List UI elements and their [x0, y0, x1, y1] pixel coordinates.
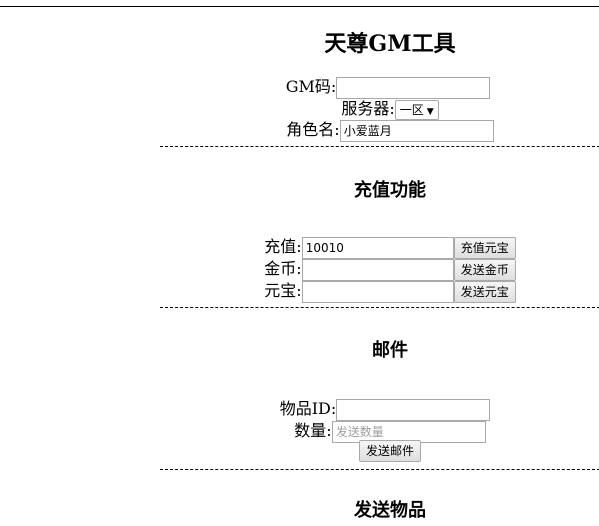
send-mail-button[interactable]: 发送邮件 [358, 440, 421, 462]
mail-section-title: 邮件 [372, 340, 408, 361]
send-mail-row: 发送邮件 [160, 440, 599, 462]
quantity-input[interactable] [331, 420, 486, 443]
dropdown-arrow-icon: ▼ [426, 106, 434, 117]
quantity-label: 数量: [294, 421, 332, 440]
page-title: 天尊GM工具 [324, 31, 456, 57]
ingot-label: 元宝: [264, 281, 302, 300]
server-row: 服务器:一区▼ [160, 95, 599, 120]
item-id-row: 物品ID: [160, 395, 599, 421]
send-gold-button[interactable]: 发送金币 [453, 258, 516, 281]
ingot-input[interactable] [301, 280, 454, 303]
server-select[interactable]: 一区▼ [394, 99, 439, 120]
divider-2 [160, 307, 599, 308]
top-divider [0, 6, 599, 7]
gold-input[interactable] [301, 258, 454, 281]
role-name-row: 角色名: [160, 116, 599, 142]
recharge-row: 充值: 充值元宝 [160, 233, 599, 259]
gold-label: 金币: [264, 259, 302, 278]
gm-code-input[interactable] [336, 76, 491, 99]
recharge-label: 充值: [264, 237, 302, 256]
ingot-row: 元宝: 发送元宝 [160, 277, 599, 303]
role-name-input[interactable] [339, 119, 494, 142]
gm-code-label: GM码: [285, 77, 337, 96]
item-id-label: 物品ID: [279, 399, 337, 418]
recharge-input[interactable] [301, 236, 454, 259]
divider-1 [160, 146, 599, 147]
item-id-input[interactable] [336, 398, 491, 421]
recharge-ingot-button[interactable]: 充值元宝 [453, 236, 516, 259]
divider-3 [160, 469, 599, 470]
gold-row: 金币: 发送金币 [160, 255, 599, 281]
quantity-row: 数量: [160, 417, 599, 443]
server-label: 服务器: [341, 99, 395, 118]
server-select-value: 一区 [399, 102, 424, 117]
send-item-section-title: 发送物品 [354, 500, 426, 521]
recharge-section-title: 充值功能 [354, 180, 426, 201]
gm-code-row: GM码: [160, 73, 599, 99]
role-name-label: 角色名: [286, 120, 340, 139]
send-ingot-button[interactable]: 发送元宝 [453, 280, 516, 303]
